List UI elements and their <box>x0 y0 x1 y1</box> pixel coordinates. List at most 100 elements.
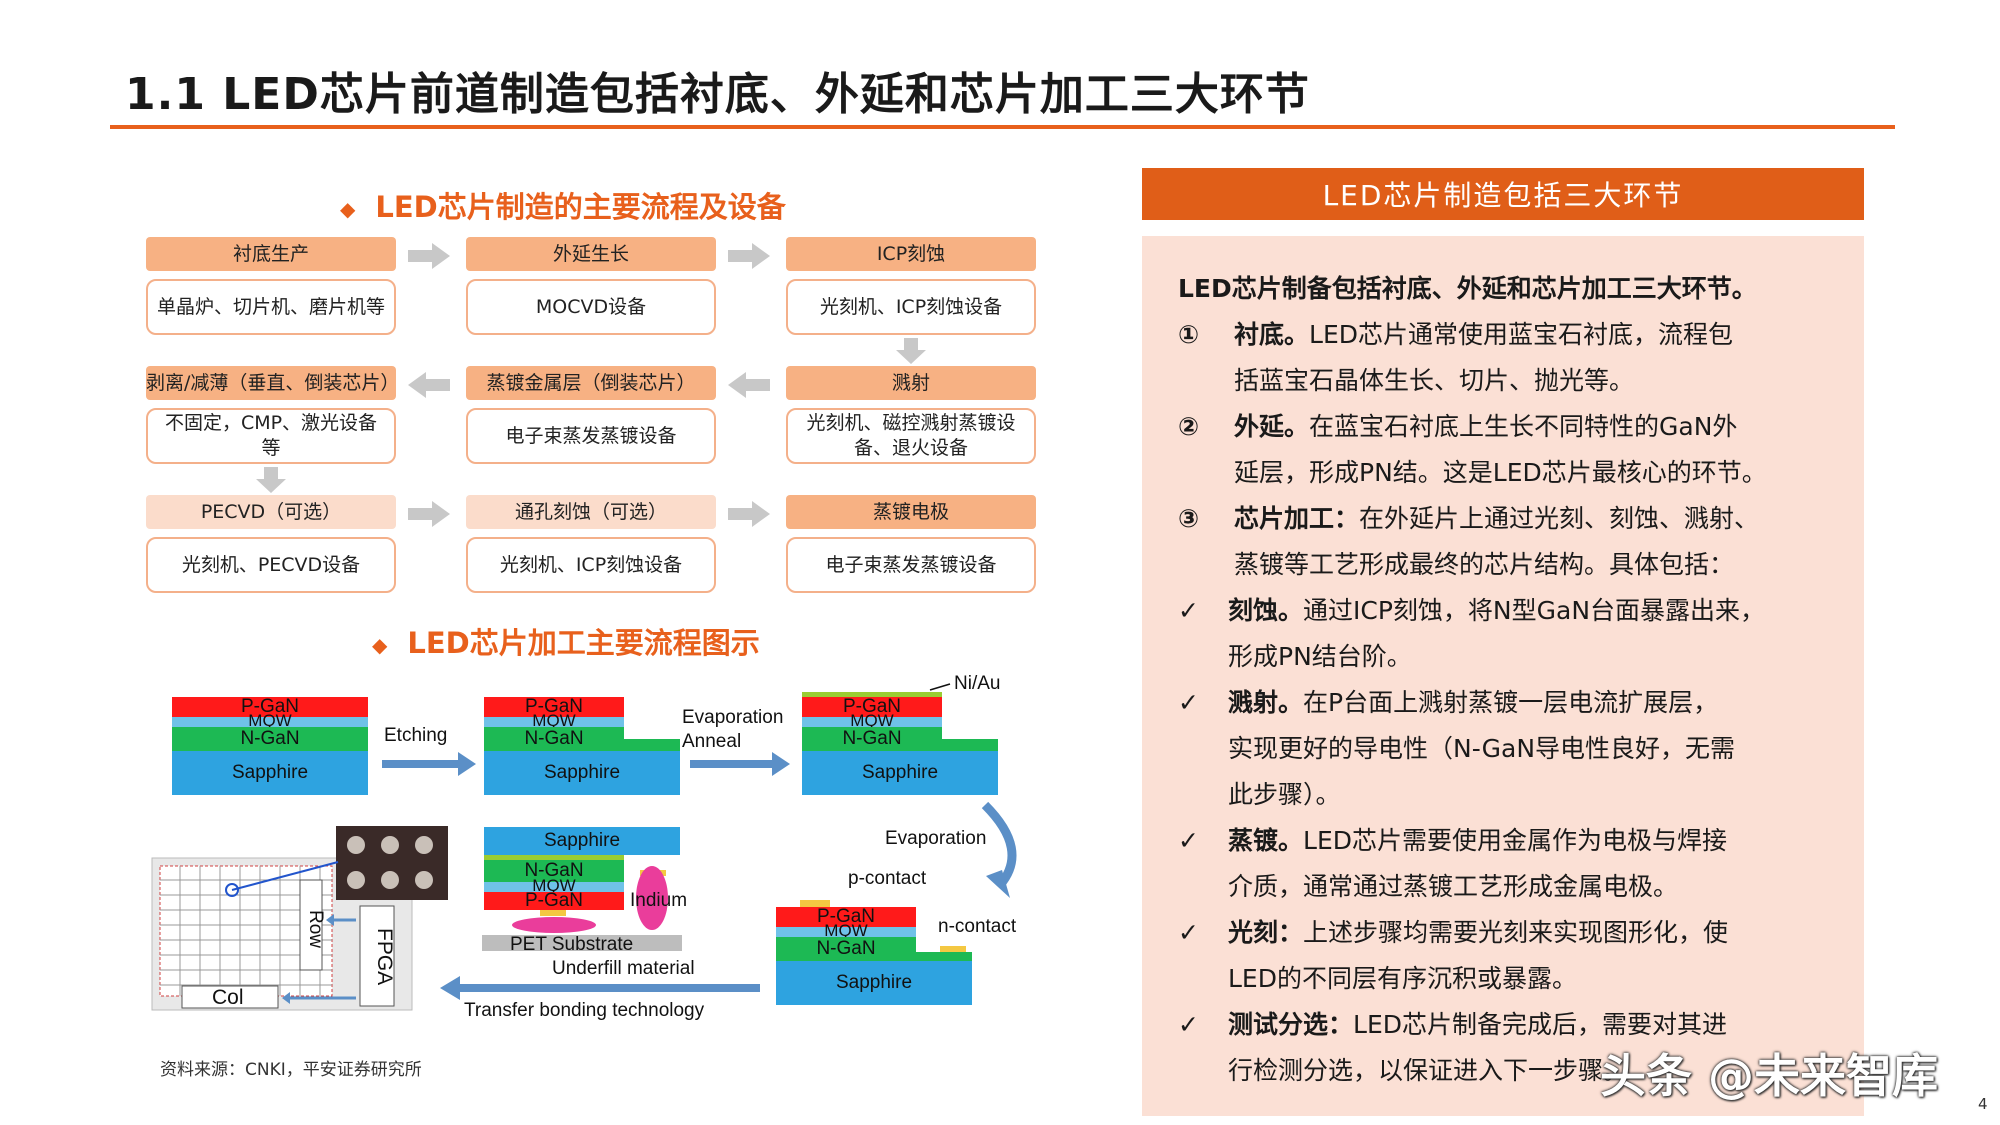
arrow-down-icon <box>256 467 286 493</box>
flow-section-heading: ◆LED芯片制造的主要流程及设备 <box>340 184 786 226</box>
process-section-heading: ◆ LED芯片加工主要流程图示 <box>372 620 760 662</box>
pgan-layer: P-GaN <box>172 697 368 717</box>
flow-step-box: 电子束蒸发蒸镀设备 <box>466 408 716 464</box>
panel-bullet-item-cont: 行检测分选，以保证进入下一步骤。 <box>1228 1056 1629 1085</box>
ngan-step <box>624 739 680 751</box>
flow-step-header: ICP刻蚀 <box>786 237 1036 271</box>
flow-step-header: 蒸镀金属层（倒装芯片） <box>466 366 716 400</box>
panel-bullet-item: ✓测试分选：LED芯片制备完成后，需要对其进 <box>1178 1002 1727 1048</box>
flow-step-box: 不固定，CMP、激光设备等 <box>146 408 396 464</box>
arrow-down-icon <box>896 338 926 364</box>
mqw-layer <box>776 927 916 937</box>
check-icon: ✓ <box>1178 918 1199 947</box>
ngan-layer: N-GaN <box>172 727 368 751</box>
flow-step-box: 电子束蒸发蒸镀设备 <box>786 537 1036 593</box>
curved-arrow-icon <box>981 801 1017 888</box>
diamond-bullet-icon: ◆ <box>372 633 388 657</box>
p-contact-pad <box>800 900 830 907</box>
flow-step-header: 通孔刻蚀（可选） <box>466 495 716 529</box>
indium-bump <box>636 866 668 930</box>
fpga-label: FPGA <box>373 928 396 986</box>
row-driver-box <box>299 879 323 971</box>
indium-bump <box>512 917 596 933</box>
arrow-left-icon <box>728 372 770 398</box>
panel-bullet-item-cont: 此步骤）。 <box>1228 780 1341 809</box>
underfill-label: Underfill material <box>552 958 695 979</box>
ngan-step <box>916 952 972 961</box>
panel-bullet-item: ✓光刻：上述步骤均需要光刻来实现图形化，使 <box>1178 910 1728 956</box>
check-icon: ✓ <box>1178 1010 1199 1039</box>
indium-label: Indium <box>630 890 688 911</box>
ngan-layer: N-GaN <box>802 727 942 751</box>
ngan-step <box>484 855 624 860</box>
sapphire-layer: Sapphire <box>484 827 680 855</box>
sapphire-layer: Sapphire <box>172 751 368 795</box>
panel-numbered-item-cont: 蒸镀等工艺形成最终的芯片结构。具体包括： <box>1234 550 1735 579</box>
panel-bullet-item: ✓蒸镀。LED芯片需要使用金属作为电极与焊接 <box>1178 818 1727 864</box>
title-divider <box>110 125 1895 129</box>
panel-numbered-item-cont: 括蓝宝石晶体生长、切片、抛光等。 <box>1234 366 1635 395</box>
mqw-label: MQW <box>532 876 576 895</box>
evaporation-arrow-icon <box>690 752 790 776</box>
panel-bullet-item-cont: 介质，通常通过蒸镀工艺形成金属电极。 <box>1228 872 1679 901</box>
n-contact-label: n-contact <box>938 916 1017 937</box>
check-icon: ✓ <box>1178 596 1199 625</box>
page-number: 4 <box>1978 1095 1988 1113</box>
source-note: 资料来源：CNKI，平安证券研究所 <box>160 1060 422 1080</box>
flow-step-header: 外延生长 <box>466 237 716 271</box>
flow-step-header: PECVD（可选） <box>146 495 396 529</box>
watermark: 头条 @未来智库 <box>1600 1049 1939 1103</box>
sapphire-layer: Sapphire <box>776 961 972 1005</box>
panel-intro: LED芯片制备包括衬底、外延和芯片加工三大环节。 <box>1178 274 1757 303</box>
mqw-layer <box>484 717 624 727</box>
pgan-layer: P-GaN <box>484 697 624 717</box>
panel-body <box>1142 236 1864 1116</box>
pgan-layer: P-GaN <box>776 907 916 927</box>
arrow-right-icon <box>728 243 770 269</box>
mqw-label: MQW <box>824 921 868 940</box>
evaporation-label: Evaporation <box>885 828 987 849</box>
page-title: 1.1 LED芯片前道制造包括衬底、外延和芯片加工三大环节 <box>125 69 1310 120</box>
etching-arrow-icon <box>382 752 476 776</box>
flow-step-box: MOCVD设备 <box>466 279 716 335</box>
ngan-step <box>942 739 998 751</box>
panel-bullet-item-cont: 形成PN结台阶。 <box>1228 642 1412 671</box>
arrow-right-icon <box>408 501 450 527</box>
mqw-layer <box>484 882 624 892</box>
pgan-layer: P-GaN <box>802 697 942 717</box>
flow-step-header: 溅射 <box>786 366 1036 400</box>
evaporation-anneal-label: Evaporation <box>682 707 784 728</box>
fpga-box <box>359 905 395 1007</box>
flow-step-header: 衬底生产 <box>146 237 396 271</box>
ngan-layer: N-GaN <box>484 860 624 882</box>
flow-step-box: 单晶炉、切片机、磨片机等 <box>146 279 396 335</box>
niau-label: Ni/Au <box>954 673 1001 694</box>
flow-step-header: 蒸镀电极 <box>786 495 1036 529</box>
mqw-label: MQW <box>248 711 292 730</box>
process-section-heading-text: LED芯片加工主要流程图示 <box>407 626 760 660</box>
pgan-layer: P-GaN <box>484 891 624 910</box>
panel-bullet-item-cont: 实现更好的导电性（N-GaN导电性良好，无需 <box>1228 734 1736 763</box>
diamond-bullet-icon: ◆ <box>340 197 356 221</box>
pet-substrate-label: PET Substrate <box>510 934 634 955</box>
arrow-right-icon <box>408 243 450 269</box>
arrow-left-icon <box>408 372 450 398</box>
mqw-label: MQW <box>532 711 576 730</box>
panel-bullet-item: ✓刻蚀。通过ICP刻蚀，将N型GaN台面暴露出来， <box>1178 588 1765 634</box>
flow-step-box: 光刻机、ICP刻蚀设备 <box>466 537 716 593</box>
check-icon: ✓ <box>1178 688 1199 717</box>
flow-step-header: 剥离/减薄（垂直、倒装芯片） <box>146 366 399 400</box>
niau-layer <box>802 692 942 697</box>
anneal-label: Anneal <box>682 731 742 752</box>
row-label: Row <box>305 910 326 949</box>
ngan-layer: N-GaN <box>776 937 916 961</box>
panel-bullet-item-cont: LED的不同层有序沉积或暴露。 <box>1228 964 1577 993</box>
arrow-right-icon <box>728 501 770 527</box>
panel-bullet-item: ✓溅射。在P台面上溅射蒸镀一层电流扩展层， <box>1178 680 1718 726</box>
ngan-layer: N-GaN <box>484 727 624 751</box>
etching-label: Etching <box>384 725 448 746</box>
col-driver-box <box>181 985 279 1009</box>
